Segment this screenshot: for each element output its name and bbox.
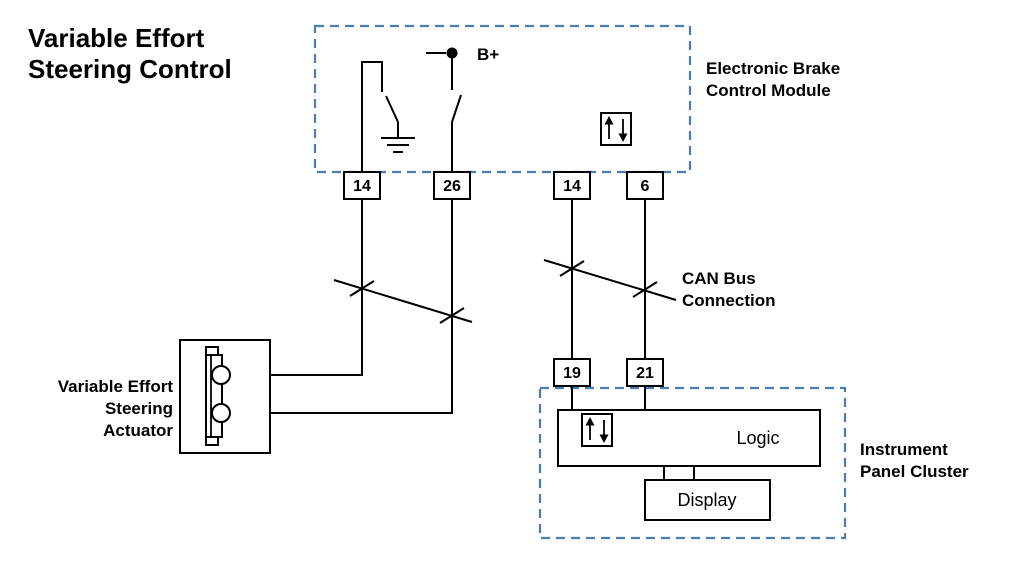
ecm-label-line1: Electronic Brake bbox=[706, 59, 840, 78]
b-plus-terminal-icon bbox=[446, 47, 458, 59]
switch-icon bbox=[451, 94, 462, 123]
ipc-module-label: Instrument Panel Cluster bbox=[860, 440, 969, 481]
ecm-module-label: Electronic Brake Control Module bbox=[706, 59, 840, 100]
serial-data-box bbox=[581, 413, 613, 447]
page-title-line1: Variable Effort bbox=[28, 23, 205, 53]
ecm-pin-box-26: 26 bbox=[433, 171, 471, 200]
page-title: Variable Effort Steering Control bbox=[28, 23, 232, 84]
pin-number: 26 bbox=[443, 178, 461, 195]
ecm-bplus-switch-circuit: B+ bbox=[426, 45, 499, 172]
ecm-pin-box-6: 6 bbox=[626, 171, 664, 200]
logic-label: Logic bbox=[736, 428, 779, 448]
can-bus-label: CAN Bus Connection bbox=[682, 269, 776, 310]
harness-crossing-icon bbox=[333, 279, 473, 324]
b-plus-label: B+ bbox=[477, 45, 499, 64]
steering-actuator-block bbox=[179, 339, 271, 454]
can-bus-label-line2: Connection bbox=[682, 291, 776, 310]
pin-number: 19 bbox=[563, 365, 581, 382]
actuator-connector-icon bbox=[205, 346, 231, 446]
can-bus-label-line1: CAN Bus bbox=[682, 269, 756, 288]
ipc-pin-box-19: 19 bbox=[553, 358, 591, 387]
up-down-arrows-icon bbox=[585, 417, 609, 443]
pin-number: 21 bbox=[636, 365, 654, 382]
page-title-line2: Steering Control bbox=[28, 54, 232, 84]
ecm-module-boundary bbox=[313, 24, 692, 174]
actuator-housing bbox=[179, 339, 271, 454]
ecm-ground-switch-circuit bbox=[361, 61, 415, 172]
ecm-serial-data-block bbox=[600, 112, 632, 146]
ipc-module-boundary bbox=[538, 386, 847, 540]
switch-icon bbox=[385, 95, 399, 123]
display-label: Display bbox=[677, 490, 736, 510]
pin-number: 14 bbox=[563, 178, 581, 195]
ipc-label-line2: Panel Cluster bbox=[860, 462, 969, 481]
serial-data-box bbox=[600, 112, 632, 146]
wire-ecm-pin26-to-actuator bbox=[230, 199, 453, 414]
ipc-label-line1: Instrument bbox=[860, 440, 948, 459]
ecm-label-line2: Control Module bbox=[706, 81, 831, 100]
actuator-label-line2: Steering bbox=[105, 399, 173, 418]
display-box bbox=[644, 479, 771, 521]
pin-number: 6 bbox=[641, 178, 650, 195]
ipc-pin-box-21: 21 bbox=[626, 358, 664, 387]
harness-crossing-icon bbox=[543, 259, 677, 301]
ground-icon bbox=[381, 137, 415, 153]
ecm-pin-box-14-right: 14 bbox=[553, 171, 591, 200]
ipc-logic-block: Logic bbox=[557, 409, 821, 467]
ground-leg-wire bbox=[361, 61, 383, 172]
ipc-display-block: Display bbox=[644, 479, 771, 521]
up-down-arrows-icon bbox=[604, 116, 628, 142]
actuator-label-line1: Variable Effort bbox=[58, 377, 174, 396]
pin-number: 14 bbox=[353, 178, 371, 195]
actuator-label: Variable Effort Steering Actuator bbox=[58, 377, 174, 440]
actuator-label-line3: Actuator bbox=[103, 421, 173, 440]
ecm-pin-box-14-left: 14 bbox=[343, 171, 381, 200]
wire-ecm-pin14-to-actuator bbox=[230, 199, 363, 376]
